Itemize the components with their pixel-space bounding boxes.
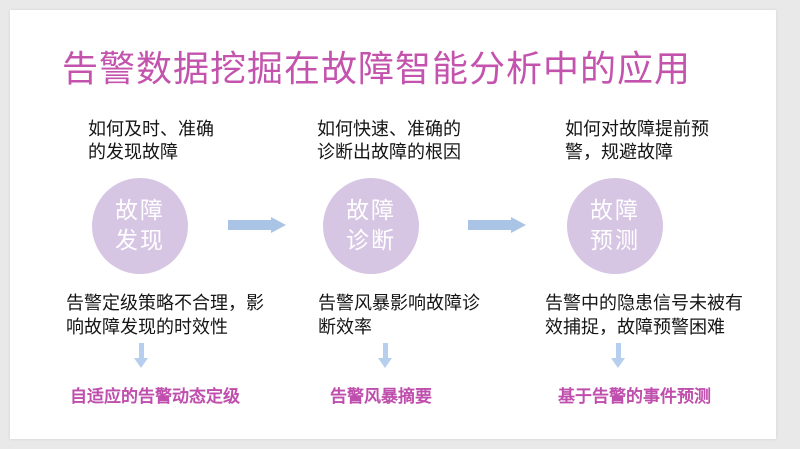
stage-label-line: 故障 xyxy=(346,197,396,223)
slide: 告警数据挖掘在故障智能分析中的应用 如何及时、准确 的发现故障 故障 发现 告警… xyxy=(10,10,776,439)
solution-adaptive-alarm-grading: 自适应的告警动态定级 xyxy=(70,387,240,406)
problem-fault-prediction: 告警中的隐患信号未被有 效捕捉，故障预警困难 xyxy=(545,291,743,339)
question-fault-discovery: 如何及时、准确 的发现故障 xyxy=(88,118,214,164)
problem-line: 响故障发现的时效性 xyxy=(66,317,228,337)
down-arrow-icon xyxy=(378,343,392,368)
problem-line: 告警风暴影响故障诊 xyxy=(318,293,480,313)
right-arrow-head xyxy=(511,217,526,233)
problem-line: 效捕捉，故障预警困难 xyxy=(545,317,725,337)
stage-circle-fault-prediction: 故障 预测 xyxy=(567,178,663,274)
stage-circle-fault-diagnosis: 故障 诊断 xyxy=(323,178,419,274)
down-arrow-stem xyxy=(382,343,388,358)
question-line: 如何快速、准确的 xyxy=(317,119,461,139)
down-arrow-head xyxy=(134,358,148,368)
problem-line: 断效率 xyxy=(318,317,372,337)
solution-alarm-storm-summary: 告警风暴摘要 xyxy=(330,387,432,406)
stage-label-line: 预测 xyxy=(590,227,640,253)
solution-alarm-based-event-prediction: 基于告警的事件预测 xyxy=(558,387,711,406)
question-fault-prediction: 如何对故障提前预 警，规避故障 xyxy=(565,118,709,164)
question-line: 如何及时、准确 xyxy=(88,119,214,139)
question-line: 诊断出故障的根因 xyxy=(317,142,461,162)
down-arrow-stem xyxy=(615,343,621,358)
question-line: 如何对故障提前预 xyxy=(565,119,709,139)
right-arrow-icon xyxy=(228,217,286,233)
question-line: 警，规避故障 xyxy=(565,142,673,162)
right-arrow-head xyxy=(271,217,286,233)
down-arrow-icon xyxy=(611,343,625,368)
down-arrow-head xyxy=(611,358,625,368)
problem-line: 告警定级策略不合理，影 xyxy=(66,293,264,313)
right-arrow-stem xyxy=(228,220,271,230)
stage-circle-fault-discovery: 故障 发现 xyxy=(92,178,188,274)
stage-label-line: 发现 xyxy=(115,227,165,253)
down-arrow-head xyxy=(378,358,392,368)
down-arrow-icon xyxy=(134,343,148,368)
down-arrow-stem xyxy=(138,343,144,358)
problem-line: 告警中的隐患信号未被有 xyxy=(545,293,743,313)
stage-label-line: 故障 xyxy=(115,197,165,223)
problem-fault-diagnosis: 告警风暴影响故障诊 断效率 xyxy=(318,291,480,339)
stage-label-line: 诊断 xyxy=(346,227,396,253)
right-arrow-stem xyxy=(468,220,511,230)
right-arrow-icon xyxy=(468,217,526,233)
stage-label-line: 故障 xyxy=(590,197,640,223)
problem-fault-discovery: 告警定级策略不合理，影 响故障发现的时效性 xyxy=(66,291,264,339)
slide-title: 告警数据挖掘在故障智能分析中的应用 xyxy=(62,48,692,89)
question-line: 的发现故障 xyxy=(88,142,178,162)
question-fault-diagnosis: 如何快速、准确的 诊断出故障的根因 xyxy=(317,118,461,164)
